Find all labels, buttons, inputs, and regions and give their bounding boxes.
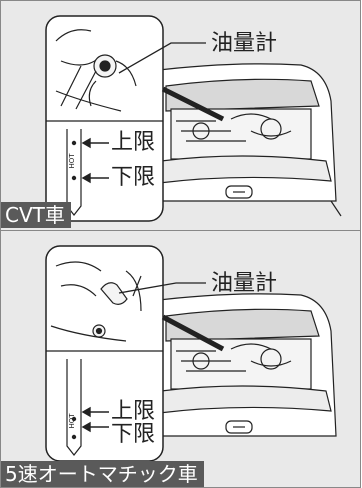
panel-cvt: HOT 油量計 上限 下限 CVT車 — [0, 0, 361, 232]
inset-pointer — [161, 314, 225, 352]
callout-line-dipstick — [118, 42, 206, 74]
dipstick-text: HOT — [68, 153, 76, 169]
lower-mark-arrow — [81, 172, 109, 184]
callout-dipstick-label: 油量計 — [211, 271, 278, 296]
upper-limit-label: 上限 — [111, 130, 156, 155]
engine-bay-illustration — [150, 63, 342, 217]
upper-mark-arrow — [81, 406, 109, 418]
dipstick-text: HOT — [68, 413, 76, 429]
inset-pointer — [161, 86, 225, 122]
callout-dipstick-label: 油量計 — [211, 31, 278, 56]
lower-limit-label: 下限 — [111, 165, 156, 190]
upper-mark-arrow — [81, 137, 109, 149]
panel-5speed-at: HOT 油量計 上限 下限 5速オートマチック車 — [0, 230, 361, 488]
at-illustration: HOT — [45, 245, 337, 462]
dipstick-handle-closeup — [55, 29, 137, 112]
inset-box — [45, 15, 164, 222]
panel-label-5speed-at: 5速オートマチック車 — [1, 461, 204, 487]
cvt-illustration: HOT — [45, 15, 342, 222]
panel-label-cvt: CVT車 — [1, 202, 71, 228]
lower-mark-arrow — [81, 421, 109, 433]
engine-bay-illustration — [150, 293, 337, 437]
upper-limit-label: 上限 — [111, 399, 156, 424]
dipstick-handle-closeup — [50, 261, 142, 342]
lower-limit-label: 下限 — [111, 422, 156, 447]
callout-line-dipstick — [118, 282, 206, 294]
dipstick-gauge — [66, 129, 82, 216]
dipstick-gauge — [66, 359, 82, 456]
